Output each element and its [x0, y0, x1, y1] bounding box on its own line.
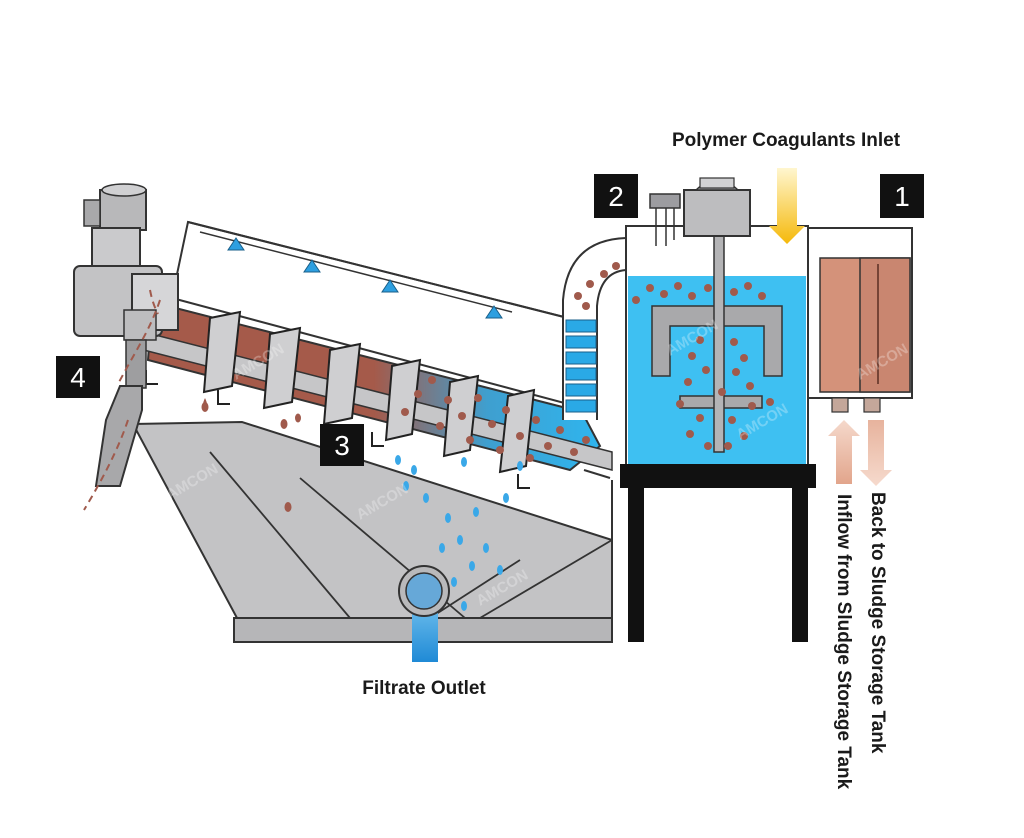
mixer-motor — [683, 177, 751, 237]
back-to-storage-arrow — [860, 420, 892, 486]
drive-motor — [73, 183, 179, 389]
back-to-storage-label: Back to Sludge Storage Tank — [867, 492, 888, 754]
step-badge-3: 3 — [320, 424, 364, 466]
flocculation-tank — [620, 221, 816, 642]
filtrate-drops — [395, 455, 523, 611]
step-badge-4: 4 — [56, 356, 100, 398]
svg-text:4: 4 — [70, 362, 86, 393]
step-badge-1: 1 — [880, 174, 924, 218]
step-badge-2: 2 — [594, 174, 638, 218]
metering-tank — [807, 227, 913, 413]
filtrate-outlet-label: Filtrate Outlet — [362, 678, 486, 699]
connecting-hose — [562, 237, 628, 420]
svg-text:1: 1 — [894, 181, 910, 212]
spray-nozzles — [199, 231, 513, 319]
sludge-drops — [201, 398, 301, 512]
inflow-from-storage-label: Inflow from Sludge Storage Tank — [833, 494, 854, 790]
filtrate-outlet-pipe — [398, 565, 450, 662]
level-sensor — [649, 193, 681, 246]
screw-drum — [127, 300, 613, 489]
cake-discharge — [83, 289, 161, 511]
polymer-inlet-arrow — [769, 168, 805, 244]
inflow-arrow — [828, 420, 860, 484]
polymer-inlet-label: Polymer Coagulants Inlet — [672, 130, 901, 151]
svg-text:2: 2 — [608, 181, 624, 212]
svg-text:3: 3 — [334, 430, 350, 461]
